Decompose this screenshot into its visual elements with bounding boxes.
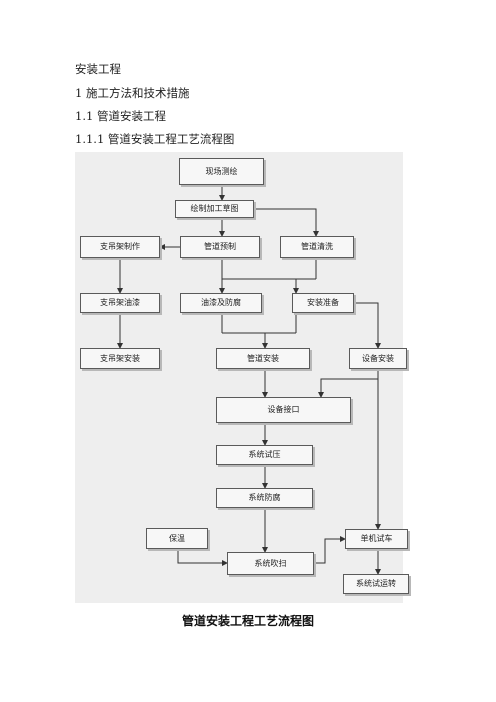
node-single-test: 单机试车 — [345, 529, 408, 549]
edge-insulation-blowing — [177, 549, 228, 566]
node-paint-anticorr: 油漆及防腐 — [180, 293, 262, 313]
heading-2: 1.1 管道安装工程 — [75, 109, 166, 123]
node-survey: 现场测绘 — [179, 158, 264, 185]
node-pipe-install: 管道安装 — [216, 348, 310, 369]
heading-3: 1.1.1 管道安装工程工艺流程图 — [75, 132, 235, 146]
edge-equip-connect — [318, 369, 379, 398]
node-system-anticorr: 系统防腐 — [216, 488, 313, 508]
heading-1: 1 施工方法和技术措施 — [75, 86, 190, 100]
node-install-prep: 安装准备 — [292, 293, 354, 313]
node-system-trial: 系统试运转 — [343, 574, 409, 594]
doc-title: 安装工程 — [75, 62, 121, 76]
node-hanger-install: 支吊架安装 — [80, 348, 160, 369]
node-insulation: 保温 — [146, 528, 208, 549]
flowchart-figure: 现场测绘 绘制加工草图 支吊架制作 管道预制 管道清洗 支吊架油漆 油漆及防腐 … — [75, 152, 409, 603]
node-blowing: 系统吹扫 — [227, 552, 314, 575]
node-equip-install: 设备安装 — [349, 348, 407, 369]
edge-blowing-singletest — [314, 536, 346, 564]
node-hanger-make: 支吊架制作 — [80, 236, 160, 258]
node-pressure-test: 系统试压 — [216, 445, 313, 465]
figure-caption: 管道安装工程工艺流程图 — [181, 614, 314, 628]
edge-draft-clean — [254, 208, 319, 237]
node-equip-connect: 设备接口 — [216, 397, 351, 423]
node-hanger-paint: 支吊架油漆 — [80, 293, 160, 313]
node-pipe-prefab: 管道预制 — [180, 236, 260, 258]
node-draft: 绘制加工草图 — [175, 200, 254, 218]
flowchart-connectors — [117, 185, 381, 575]
node-pipe-clean: 管道清洗 — [280, 236, 354, 258]
